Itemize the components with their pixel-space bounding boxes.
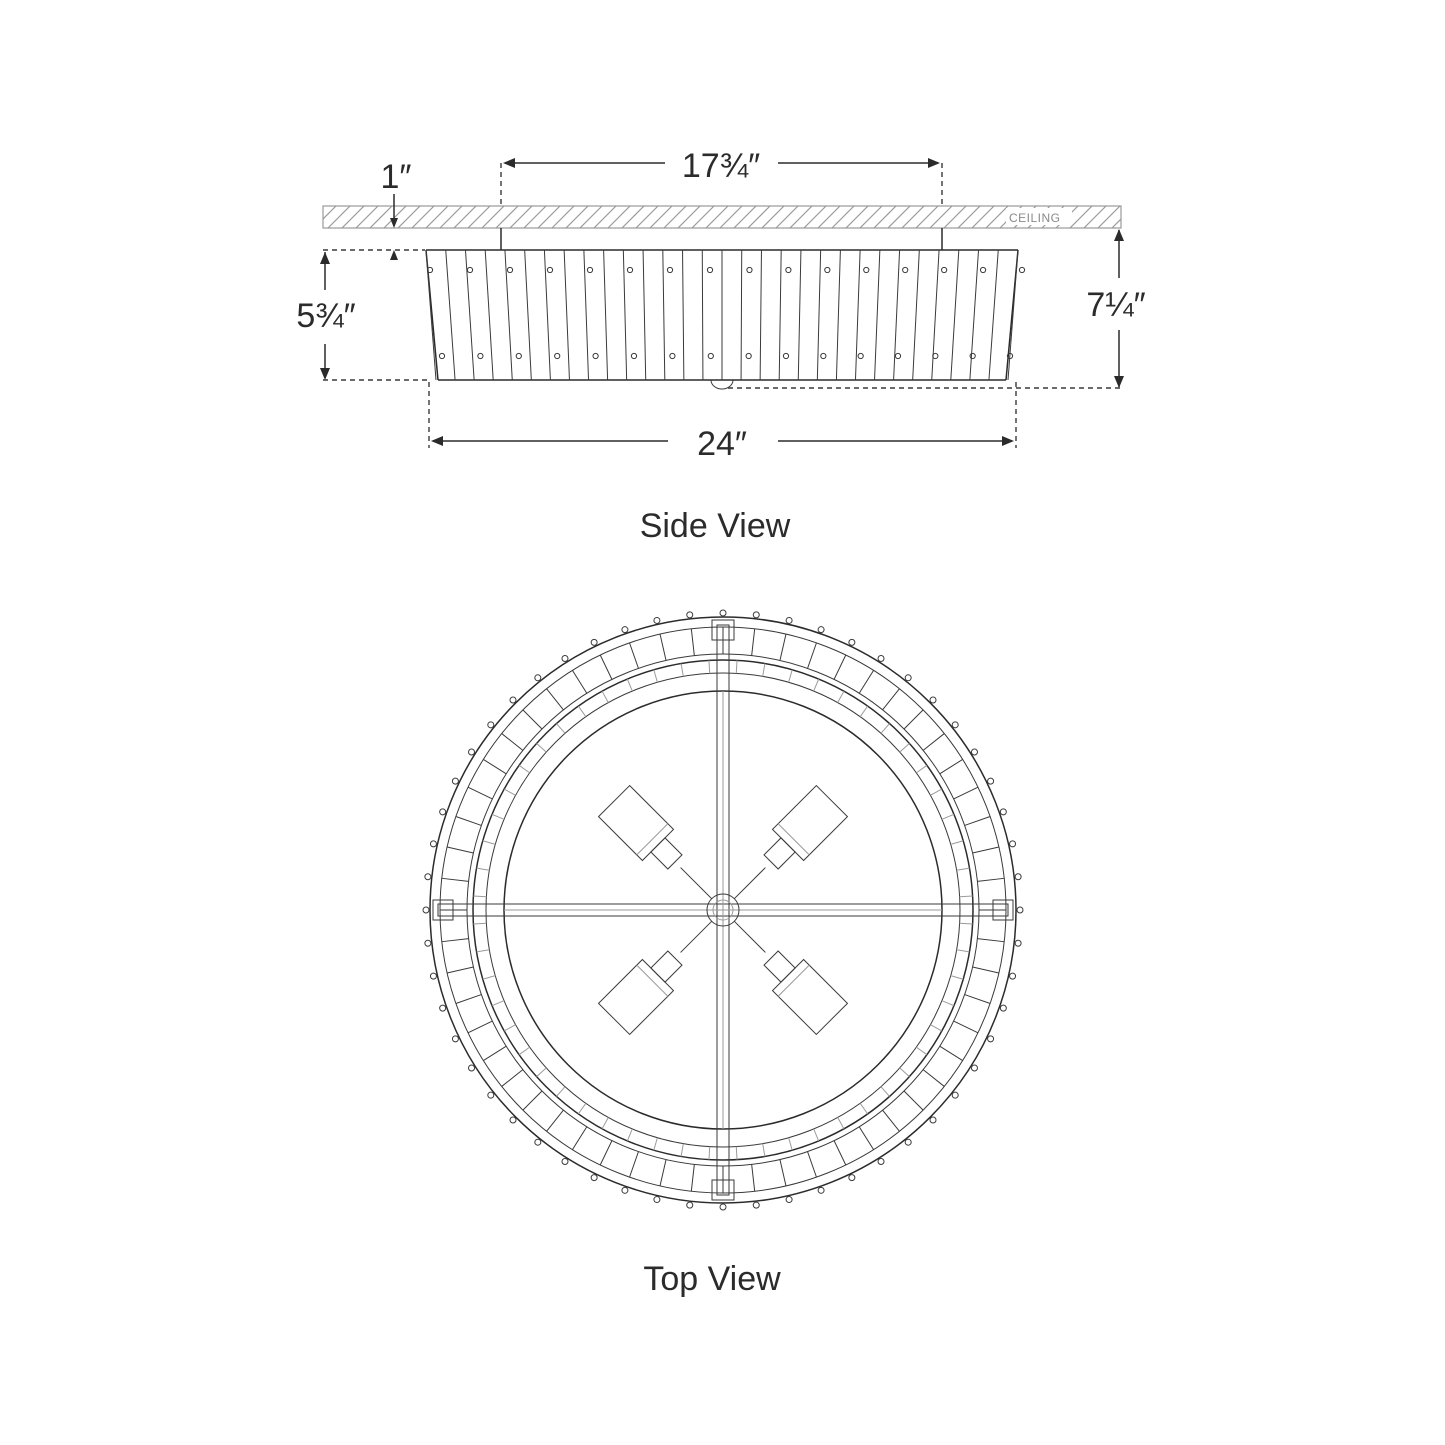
ceiling-label: CEILING: [1009, 211, 1061, 225]
top-view: Top View: [422, 609, 1024, 1298]
ceiling-gap-label: 1″: [381, 158, 412, 196]
top-width-dimension: 17¾″: [503, 147, 940, 185]
overall-height-dimension: 7¼″: [728, 229, 1146, 389]
socket-arms: [504, 691, 942, 1129]
top-width-label: 17¾″: [682, 147, 760, 185]
body-height-dimension: 5¾″: [296, 252, 428, 381]
body-height-label: 5¾″: [296, 297, 355, 335]
ceiling: CEILING: [322, 205, 1122, 229]
overall-width-label: 24″: [697, 425, 747, 463]
overall-width-dimension: 24″: [428, 382, 1017, 463]
top-view-label: Top View: [643, 1260, 781, 1298]
fixture-side-body: [425, 249, 1026, 390]
side-view-label: Side View: [640, 507, 791, 545]
overall-height-label: 7¼″: [1086, 286, 1145, 324]
side-view: CEILING 17¾″ 1″ 5¾″: [296, 147, 1146, 545]
ceiling-gap-dimension: 1″: [323, 158, 425, 260]
